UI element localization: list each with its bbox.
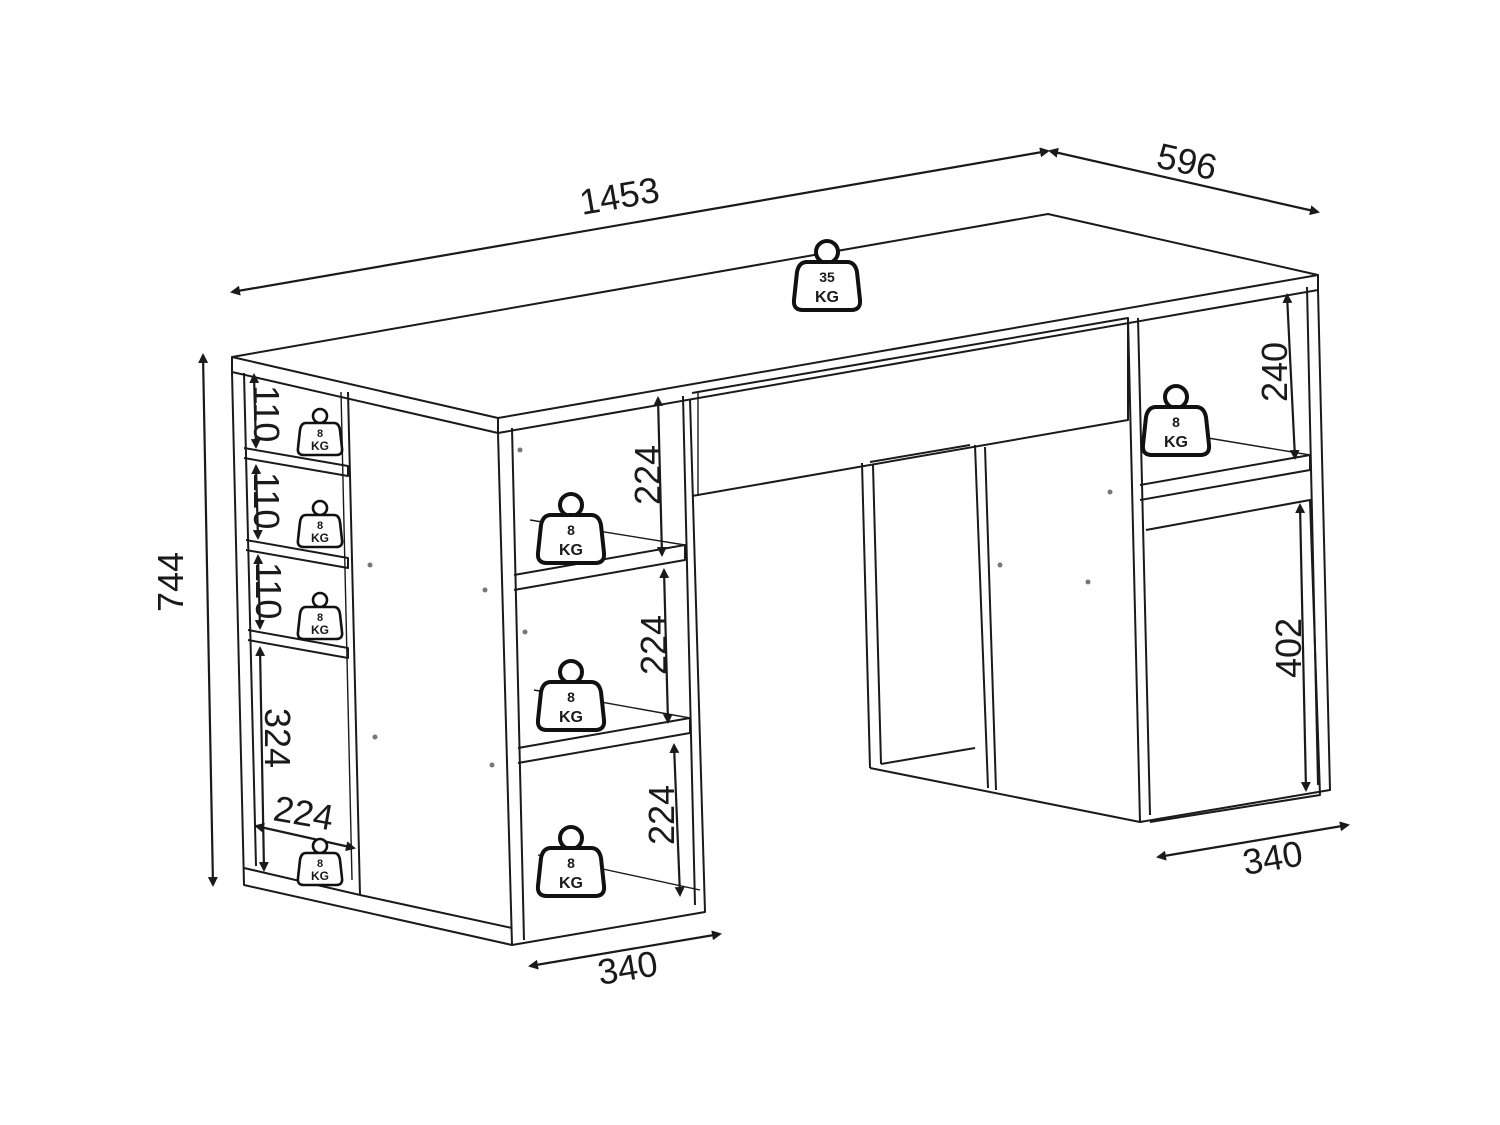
weight-icon-left-3: 8 KG (296, 591, 344, 641)
svg-text:8: 8 (317, 428, 323, 440)
base-left-label: 340 (595, 943, 661, 993)
desk-drawing (231, 213, 1331, 946)
left-shelf-1-label: 110 (246, 385, 287, 442)
svg-text:KG: KG (559, 709, 583, 726)
svg-text:KG: KG (311, 869, 329, 883)
left-shelf-2-label: 110 (246, 472, 287, 529)
weight-icon-middle-1: 8 KG (535, 492, 607, 565)
left-bottom-height-label: 324 (257, 708, 298, 768)
depth-label: 596 (1153, 135, 1221, 188)
middle-shelf-2-label: 224 (633, 615, 674, 675)
svg-text:KG: KG (311, 531, 329, 545)
weight-icon-left-2: 8 KG (296, 499, 344, 549)
svg-text:8: 8 (1172, 414, 1180, 430)
svg-text:KG: KG (815, 289, 839, 306)
dimension-labels: 1453 596 744 340 340 110 110 110 324 224… (150, 135, 1309, 993)
svg-text:KG: KG (559, 542, 583, 559)
svg-text:8: 8 (317, 520, 323, 532)
screw-holes (367, 447, 1113, 768)
weight-icon-middle-2: 8 KG (535, 659, 607, 732)
left-shelf-3-label: 110 (248, 562, 289, 619)
svg-text:KG: KG (311, 623, 329, 637)
width-label: 1453 (576, 169, 662, 223)
right-bottom-label: 402 (1268, 618, 1309, 678)
svg-text:8: 8 (317, 612, 323, 624)
dimension-lines (198, 147, 1350, 970)
height-label: 744 (150, 552, 191, 612)
weight-icon-left-bottom: 8 KG (296, 837, 344, 887)
svg-text:8: 8 (567, 689, 575, 705)
svg-text:8: 8 (567, 522, 575, 538)
middle-shelf-3-label: 224 (641, 785, 682, 845)
middle-shelf-1-label: 224 (627, 445, 668, 505)
svg-text:KG: KG (311, 439, 329, 453)
right-top-label: 240 (1254, 342, 1295, 402)
svg-text:8: 8 (567, 855, 575, 871)
desktop-top (231, 213, 1319, 419)
weight-icon-left-1: 8 KG (296, 407, 344, 457)
svg-text:KG: KG (1164, 434, 1188, 451)
svg-text:KG: KG (559, 875, 583, 892)
weight-icon-right-top: 8 KG (1140, 384, 1212, 457)
base-right-label: 340 (1240, 833, 1306, 883)
svg-text:8: 8 (317, 858, 323, 870)
svg-text:35: 35 (819, 269, 835, 285)
weight-icon-middle-3: 8 KG (535, 825, 607, 898)
weight-icon-top: 35 KG (791, 239, 863, 312)
